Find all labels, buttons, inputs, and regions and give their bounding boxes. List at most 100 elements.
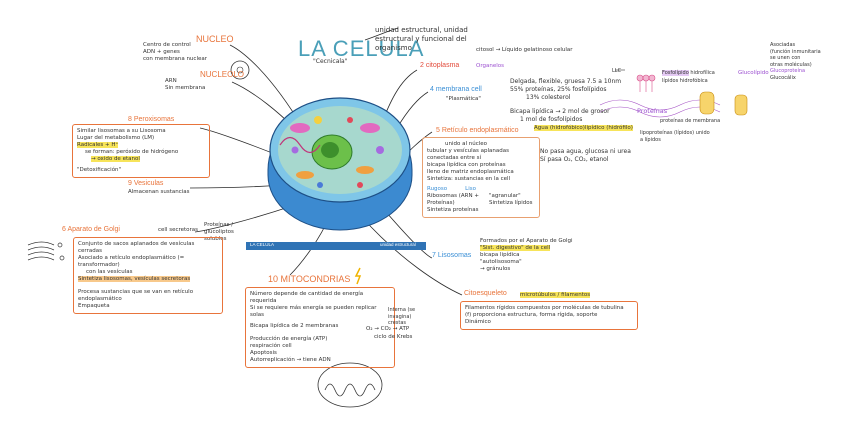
mitochondria-sketch [317,362,383,408]
citoplasma-heading: 2 citoplasma [420,62,460,69]
right-note: (función inmunitaria [770,48,821,55]
golgi-line: Sintetiza lisosomas, vesículas secretora… [78,276,191,282]
nucleo-line: con membrana nuclear [143,56,207,62]
right-lipidos-text: lípidos [662,78,679,84]
nucleolo-notes: ARN Sin membrana [165,78,205,92]
mitocondrias-box: Número depende de cantidad de energía re… [245,287,395,368]
nucleo-line: Centro de control [143,42,191,48]
mitocondrias-formula: O₂ → CO₂ → ATP [366,326,410,332]
right-note: Asociadas [770,42,796,48]
mitocondrias-line: Apoptosis [250,350,277,356]
mitocondrias-side: Interna (se invagina) crestas [388,307,438,327]
membrana-pasa: No pasa agua, glucosa ni urea Sí pasa O₂… [540,148,640,164]
right-proteinas-label: proteínas de membrana [660,118,721,124]
reticulo-rugoso-line: Sintetiza proteínas [427,207,479,213]
right-note: se unen con [770,55,801,61]
lisosomas-line: Formados por el Aparato de Golgi [480,238,573,244]
line-golgi [194,204,296,233]
membrana-agua: Agua (hidrofóbico) [534,125,585,132]
golgi-side: cell secretoras [158,227,199,233]
banner-bar [246,242,426,250]
page-title: LA CELULA [298,36,425,61]
lisosomas-heading: 7 Lisosomas [432,252,472,259]
membrana-agua-text: Agua (hidrofóbico) [534,125,585,131]
right-note: otras moléculas) [770,61,812,68]
title-subtitle: "Cecnicala" [313,58,348,65]
membrana-line: 13% colesterol [526,94,571,101]
reticulo-heading: 5 Retículo endoplasmático [436,127,519,134]
golgi-line: Asociado a retículo endoplasmático (= tr… [78,255,185,268]
cell-illustration [267,97,413,231]
nucleolo-heading: NUCLEOLO [200,70,245,79]
reticulo-line: tubular y vesículas aplanadas conectadas… [427,148,509,161]
mitocondrias-line: Bicapa lipídica de 2 membranas [250,323,339,329]
right-hidrofobica: hidrofóbica [679,78,708,84]
right-hidrofilica: hidrofílica [690,70,715,76]
mitocondrias-formula2: ciclo de Krebs [374,334,413,340]
peroxisomas-line: → oxido de etanol [91,156,140,162]
citoesqueleto-tag: microtúbulos / filamentos [520,292,591,298]
citoesqueleto-line: Filamentos rígidos compuestos por molécu… [465,305,624,311]
right-notes: Asociadas (función inmunitaria se unen c… [770,42,840,81]
mitocondrias-heading: 10 MITOCONDRIAS [268,274,351,284]
nucleus-sketch [230,60,250,80]
membrana-no-pasa: No pasa agua, glucosa ni urea [540,148,631,155]
right-proteina: Proteínas [637,107,668,115]
golgi-sketch [27,241,65,261]
membrana-notes: Delgada, flexible, gruesa 7.5 a 10nm 55%… [510,78,640,124]
citoplasma-organelos: Organelos [476,63,504,69]
membrana-heading: 4 membrana cell [430,86,482,93]
reticulo-line: bicapa lipídica con proteínas [427,162,506,168]
peroxisomas-line: "Detoxificación" [77,167,122,173]
golgi-line: con las vesículas [86,269,133,275]
right-llc: LLC [612,68,622,74]
golgi-side2: Proteínas / glucoliptos solubles [204,222,234,242]
mitocondrias-line: respiración cell [250,343,292,349]
line-citoesqueleto [359,214,463,296]
nucleolo-line: ARN [165,78,177,84]
peroxisomas-line: Similar lisosomas a su Lisosoma [77,128,166,134]
peroxisomas-box: Similar lisosomas a su Lisosoma Lugar de… [72,124,210,178]
peroxisomas-line: Lugar del metabolismo (LM) [77,135,155,141]
banner-right-text: unidad estructural [380,242,416,247]
reticulo-box: unido al núcleo tubular y vesículas apla… [422,137,540,218]
mitocondrias-side-line: crestas [388,320,407,326]
reticulo-line: unido al núcleo [445,141,488,147]
banner-left-text: LA CELULA [250,242,275,247]
vesiculas-heading: 9 Vesiculas [128,180,164,187]
membrana-line: Bicapa lipídica → 2 mol de grosor [510,108,610,115]
golgi-line: Procesa sustancias que se van en retícul… [78,289,194,302]
membrana-si-pasa: Sí pasa O₂, CO₂, etanol [540,156,609,163]
nucleo-notes: Centro de control ADN + genes con membra… [143,42,207,63]
golgi-heading: 6 Aparato de Golgi [62,226,120,233]
golgi-line: Conjunto de sacos aplanados de vesículas… [78,241,195,254]
membrana-lipidos-text: lipídico (hidrófilo) [585,125,633,131]
lisosomas-line: bicapa lipídica [480,252,520,258]
nucleolo-line: Sin membrana [165,85,206,91]
peroxisomas-heading: 8 Peroxisomas [128,116,175,123]
reticulo-rugoso-line: Ribosomas (ARN + Proteínas) [427,193,479,206]
reticulo-liso-line: Sintetiza lípidos [489,200,533,206]
membrana-line: Delgada, flexible, gruesa 7.5 a 10nm [510,78,622,85]
membrane-sketch [599,74,748,118]
reticulo-rugoso: Rugoso [427,186,448,192]
membrana-line: 1 mol de fosfolípidos [520,116,583,123]
lisosomas-notes: Formados por el Aparato de Golgi "Sist. … [480,238,580,273]
nucleo-heading: NUCLEO [196,34,234,44]
reticulo-liso: Liso [465,186,476,192]
mitocondrias-line: Si se requiere más energía se pueden rep… [250,305,377,318]
right-glucolipido: Glucolípido [738,70,769,76]
line-title [364,27,399,41]
right-note: Glucoproteína [770,68,806,74]
nucleo-line: ADN + genes [143,49,180,55]
citoplasma-line: citosol → Líquido gelatinoso celular [476,47,573,53]
golgi-line: Empaqueta [78,303,110,309]
membrana-sub: "Plasmática" [446,96,481,102]
mitocondrias-line: Autorreplicación → tiene ADN [250,357,331,363]
membrana-lipidos: lipídico (hidrófilo) [585,125,633,132]
right-lipoproteinas: lipoproteínas (lípidos) unido a lípidos [640,130,710,143]
right-fosfolipido-text: Fosfolípido [662,70,689,76]
citoesqueleto-heading: Citoesqueleto [464,290,507,297]
lisosomas-line: → gránulos [480,266,511,272]
